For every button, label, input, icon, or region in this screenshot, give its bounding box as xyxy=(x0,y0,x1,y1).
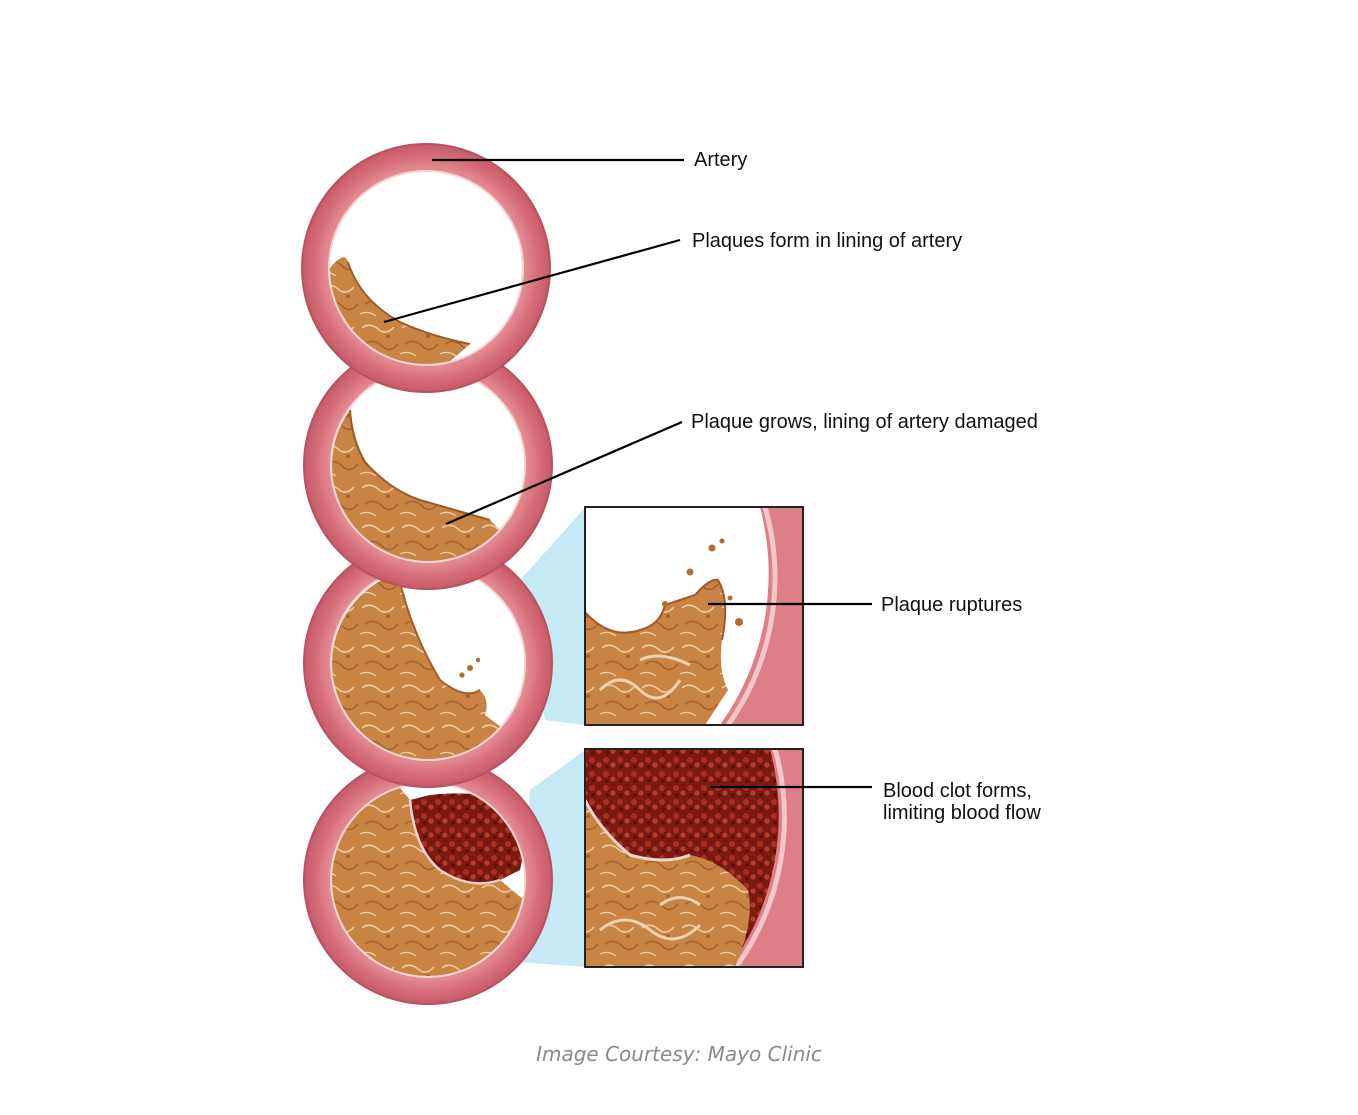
rupture-fragment xyxy=(686,568,694,576)
artery-stage-normal xyxy=(301,143,551,393)
rupture-fragment xyxy=(467,665,473,671)
label-plaque-grows: Plaque grows, lining of artery damaged xyxy=(691,411,1038,433)
label-blood-clot-line2: limiting blood flow xyxy=(883,802,1041,824)
label-artery: Artery xyxy=(694,149,748,171)
zoom-box-rupture xyxy=(584,506,804,726)
rupture-fragment xyxy=(727,595,733,601)
artery-stage-rupture xyxy=(303,538,553,788)
artery-stage-clot xyxy=(303,755,553,1005)
rupture-fragment xyxy=(708,544,716,552)
image-caption: Image Courtesy: Mayo Clinic xyxy=(536,1042,822,1066)
rupture-fragment xyxy=(475,657,481,663)
label-plaques-form: Plaques form in lining of artery xyxy=(692,230,963,252)
artery-stage-growth xyxy=(303,340,553,590)
label-blood-clot-line1: Blood clot forms, xyxy=(883,780,1032,802)
zoom-box-clot xyxy=(584,748,804,968)
rupture-fragment xyxy=(662,601,668,607)
rupture-fragment xyxy=(719,538,725,544)
label-plaque-ruptures: Plaque ruptures xyxy=(881,594,1023,616)
leader-line-plaque-grows xyxy=(445,420,683,526)
rupture-fragment xyxy=(459,672,465,678)
rupture-fragment xyxy=(735,618,743,626)
leader-line-plaques-form xyxy=(383,238,681,324)
